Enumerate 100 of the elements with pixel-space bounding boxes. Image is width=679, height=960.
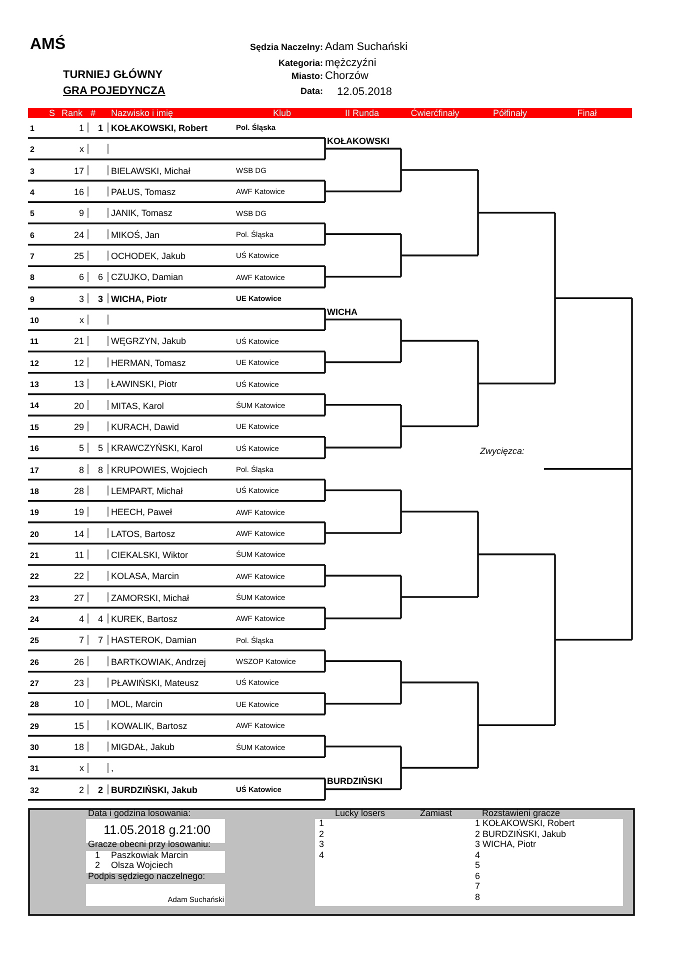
field-value: Adam Suchański — [325, 40, 408, 54]
draw-position: 29 — [30, 722, 39, 731]
draw-position: 4 — [30, 188, 34, 198]
player-name: PŁAWIŃSKI, Mateusz — [111, 678, 199, 688]
rank-number: 27 — [74, 592, 84, 603]
column-header: Półfinały — [492, 108, 528, 119]
rank-number: x — [80, 763, 84, 774]
rank-number: 29 — [74, 422, 84, 432]
winner-name: BURDZIŃSKI — [327, 776, 382, 786]
field-value: mężczyźni — [325, 56, 376, 70]
column-header: Rozstawieni gracze — [482, 808, 560, 818]
draw-position: 12 — [30, 358, 39, 368]
player-name: WICHA, Piotr — [111, 294, 167, 304]
column-header: Ćwierćfinały — [410, 108, 460, 119]
seed-number: 6 — [98, 272, 103, 283]
seeded-player: 4 — [475, 850, 480, 860]
draw-position: 2 — [30, 145, 34, 154]
draw-position: 1 — [30, 124, 34, 134]
player-name: KRUPOWIES, Wojciech — [111, 464, 208, 475]
player-name: , — [111, 763, 114, 774]
heading-text: TURNIEJ GŁÓWNY — [63, 68, 163, 82]
column-header: Rank — [62, 108, 82, 119]
person-name: Paszkowiak Marcin — [111, 850, 188, 860]
person-name: Olsza Wojciech — [111, 860, 173, 871]
rank-number: 28 — [74, 486, 84, 496]
rank-number: 6 — [78, 272, 84, 283]
rank-number: 18 — [74, 742, 84, 752]
draw-position: 7 — [30, 252, 34, 262]
draw-position: 23 — [30, 594, 39, 603]
seeded-player: 8 — [475, 892, 480, 902]
draw-position: 13 — [30, 380, 39, 390]
heading-text: AMŚ — [30, 36, 66, 54]
rank-number: 20 — [74, 400, 84, 411]
player-name: ŁAWINSKI, Piotr — [111, 379, 178, 390]
player-name: KOWALIK, Bartosz — [111, 720, 188, 732]
rank-number: 7 — [78, 635, 84, 646]
column-header: Nazwisko i imię — [111, 108, 174, 119]
field-value: Chorzów — [325, 70, 368, 82]
player-name: WĘGRZYN, Jakub — [111, 336, 186, 347]
draw-position: 6 — [30, 230, 34, 240]
draw-position: 30 — [30, 743, 39, 752]
seeded-player: 3 WICHA, Piotr — [475, 839, 536, 850]
rank-number: 12 — [74, 358, 84, 368]
draw-position: 10 — [30, 316, 39, 326]
rank-number: 14 — [74, 528, 84, 539]
player-name: CIEKALSKI, Wiktor — [111, 550, 188, 560]
player-name: LEMPART, Michał — [111, 486, 183, 496]
player-name: BARTKOWIAK, Andrzej — [111, 656, 206, 668]
seed-number: 3 — [98, 294, 103, 304]
player-name: KUREK, Bartosz — [111, 614, 178, 624]
player-name: KRAWCZYŃSKI, Karol — [111, 443, 203, 454]
column-header: Lucky losers — [335, 808, 386, 818]
draw-position: 3 — [30, 166, 34, 176]
field-label: Kategoria: — [278, 58, 323, 69]
list-number: 2 — [94, 860, 100, 871]
rank-number: 16 — [74, 187, 84, 198]
player-name: HEECH, Paweł — [111, 507, 172, 518]
draw-position: 25 — [30, 636, 39, 646]
seed-number: 7 — [98, 635, 103, 646]
rank-number: 23 — [74, 678, 84, 688]
draw-position: 14 — [30, 401, 39, 411]
field-label: Data: — [300, 86, 323, 97]
seeded-player: 5 — [475, 860, 480, 871]
rank-number: x — [80, 315, 84, 326]
draw-position: 16 — [30, 444, 39, 454]
rank-number: 25 — [74, 251, 84, 262]
player-name: BURDZIŃSKI, Jakub — [111, 784, 198, 796]
rank-number: 11 — [74, 550, 84, 560]
rank-number: 9 — [78, 208, 84, 219]
rank-number: 22 — [74, 571, 84, 582]
rank-number: 26 — [74, 656, 84, 668]
draw-date: 11.05.2018 g.21:00 — [104, 823, 210, 838]
draw-position: 11 — [30, 337, 38, 347]
player-name: LATOS, Bartosz — [111, 528, 176, 539]
player-name: KOLASA, Marcin — [111, 571, 180, 582]
draw-position: 8 — [30, 273, 34, 283]
seeded-player: 7 — [475, 881, 480, 892]
player-name: CZUJKO, Damian — [111, 272, 184, 283]
column-header: Zamiast — [420, 808, 452, 818]
winner-label: Zwycięzca: — [480, 446, 525, 457]
seeded-player: 2 BURDZIŃSKI, Jakub — [475, 828, 566, 840]
draw-position: 26 — [30, 658, 39, 667]
draw-position: 5 — [30, 209, 34, 218]
rank-number: x — [80, 144, 84, 155]
column-header: # — [90, 108, 96, 119]
rank-number: 24 — [74, 230, 84, 240]
rank-number: 2 — [78, 784, 84, 796]
rank-number: 4 — [78, 614, 84, 624]
rank-number: 21 — [74, 336, 84, 347]
draw-position: 22 — [30, 572, 39, 582]
player-name: MITAS, Karol — [111, 400, 164, 411]
rank-number: 8 — [78, 464, 84, 475]
player-name: MIGDAŁ, Jakub — [111, 742, 175, 752]
player-name: HASTEROK, Damian — [111, 635, 197, 646]
draw-position: 9 — [30, 294, 34, 304]
player-name: OCHODEK, Jakub — [111, 251, 186, 262]
list-number: 4 — [319, 850, 324, 860]
heading-text: GRA POJEDYNCZA — [63, 84, 166, 98]
player-name: MIKOŚ, Jan — [111, 230, 160, 240]
seed-number: 1 — [98, 122, 103, 134]
